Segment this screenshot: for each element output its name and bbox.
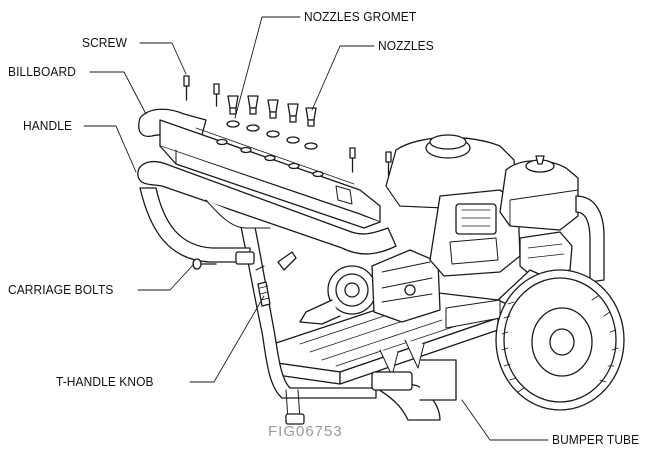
- screw-parts: [183, 75, 392, 177]
- frame-base-plate: [269, 291, 499, 385]
- label-nozzles-gromet: NOZZLES GROMET: [304, 9, 417, 24]
- nozzle-parts: [226, 95, 318, 150]
- billboard-panel: [138, 108, 381, 229]
- engine-assembly: [385, 134, 579, 279]
- label-t-handle-knob: T-HANDLE KNOB: [56, 374, 154, 389]
- leader-lines: [83, 16, 549, 441]
- label-screw: SCREW: [82, 35, 127, 50]
- label-nozzles: NOZZLES: [378, 38, 434, 53]
- label-handle: HANDLE: [23, 118, 73, 133]
- handle-tube: [137, 161, 397, 265]
- pump-assembly: [299, 249, 441, 325]
- label-bumper-tube: BUMPER TUBE: [552, 432, 640, 447]
- bumper-tube-part: [371, 359, 457, 421]
- label-carriage-bolts: CARRIAGE BOLTS: [8, 282, 114, 297]
- wheel-assembly: [495, 269, 625, 411]
- carriage-bolt-part: [192, 258, 217, 270]
- label-billboard: BILLBOARD: [8, 64, 76, 79]
- figure-id: FIG06753: [268, 423, 343, 440]
- t-handle-knob-part: [255, 251, 297, 307]
